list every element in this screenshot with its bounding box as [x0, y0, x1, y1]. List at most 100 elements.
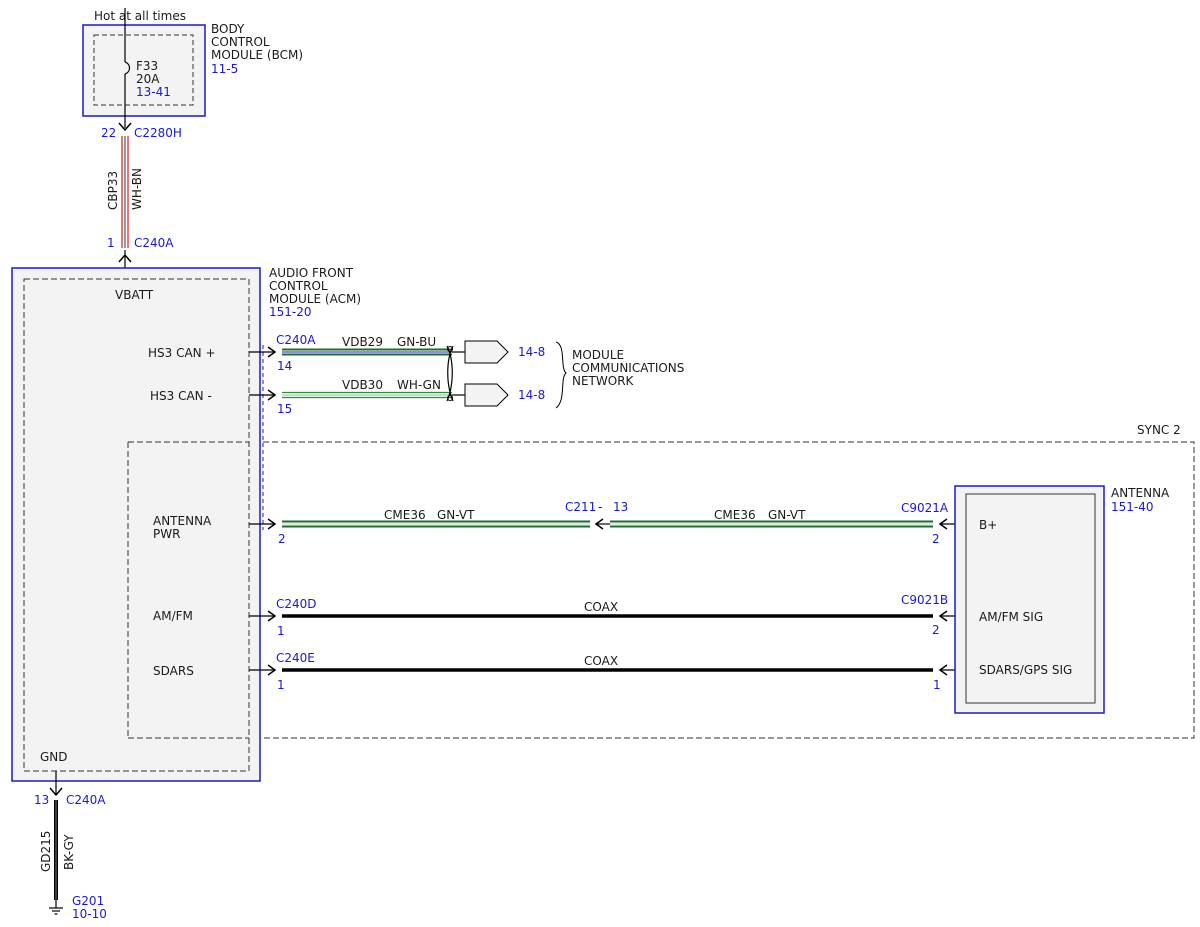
- network-ref-plus[interactable]: 14-8: [518, 345, 545, 359]
- acm-module: AUDIO FRONT CONTROL MODULE (ACM) 151-20 …: [11, 266, 361, 782]
- am-fm-cable-label: COAX: [584, 600, 618, 614]
- fuse-ref[interactable]: 13-41: [136, 85, 171, 99]
- can-minus-circuit: VDB30: [342, 378, 383, 392]
- power-wire[interactable]: CBP33 WH-BN: [106, 136, 144, 248]
- network-label-line2: COMMUNICATIONS: [572, 361, 684, 375]
- antenna-pwr-wire-right[interactable]: [610, 520, 933, 528]
- antenna-name: ANTENNA: [1111, 486, 1170, 500]
- antenna-ref[interactable]: 151-40: [1111, 500, 1154, 514]
- bcm-name-line1: BODY: [211, 22, 245, 36]
- ground-point[interactable]: G201: [72, 894, 104, 908]
- network-arrow-minus-icon[interactable]: [464, 383, 509, 407]
- sdars-label: SDARS: [153, 664, 194, 678]
- ground-circuit: 13 C240A GD215 BK-GY G201 10-10: [34, 771, 107, 921]
- ground-color-label: BK-GY: [62, 834, 76, 870]
- antenna-pwr-antenna-pin: 2: [932, 532, 940, 546]
- inline-connector-label[interactable]: C211: [565, 500, 596, 514]
- bcm-name-line2: CONTROL: [211, 35, 270, 49]
- acm-outline: [11, 267, 261, 782]
- acm-name-line1: AUDIO FRONT: [269, 266, 354, 280]
- connector-acm-antenna-pwr-icon: [267, 518, 277, 530]
- inline-connector-pin: 13: [613, 500, 628, 514]
- connector-c240d-icon: [267, 610, 277, 622]
- antenna-pwr-acm-pin: 2: [278, 532, 286, 546]
- connector-c240e-icon: [267, 664, 277, 676]
- can-plus-wire[interactable]: [249, 346, 465, 358]
- am-fm-antenna-pin: 2: [932, 623, 940, 637]
- can-minus-wire[interactable]: [249, 389, 465, 401]
- twisted-pair-top-icon: [447, 346, 453, 352]
- acm-vbatt-connector[interactable]: C240A: [134, 236, 174, 250]
- fuse-rating: 20A: [136, 72, 160, 86]
- network-ref-minus[interactable]: 14-8: [518, 388, 545, 402]
- can-minus-color: WH-GN: [397, 378, 441, 392]
- antenna-am-fm-sig-label: AM/FM SIG: [979, 610, 1043, 624]
- sync2-label: SYNC 2: [1137, 423, 1181, 437]
- acm-name-line2: CONTROL: [269, 279, 328, 293]
- network-label-line1: MODULE: [572, 348, 624, 362]
- antenna-pwr-color-right: GN-VT: [768, 508, 806, 522]
- ground-connector[interactable]: C240A: [66, 793, 106, 807]
- antenna-sdars-gps-sig-label: SDARS/GPS SIG: [979, 663, 1072, 677]
- vbatt-label: VBATT: [115, 288, 154, 302]
- am-fm-coax-line: C240D 1 COAX C9021B 2: [249, 593, 966, 638]
- antenna-power-line: 2 CME36 GN-VT C211 - 13 CME36 GN-VT C902…: [249, 500, 966, 546]
- antenna-module: ANTENNA 151-40 B+ AM/FM SIG SDARS/GPS SI…: [954, 485, 1170, 714]
- acm-vbatt-pin: 1: [107, 236, 115, 250]
- ground-pin: 13: [34, 793, 49, 807]
- can-network: C240A 14 15 VDB29 GN-BU VDB30 WH-GN: [249, 333, 684, 416]
- ground-ref[interactable]: 10-10: [72, 907, 107, 921]
- twisted-pair-icon: [446, 345, 454, 402]
- antenna-pwr-circuit-right: CME36: [714, 508, 756, 522]
- am-fm-acm-connector[interactable]: C240D: [276, 597, 317, 611]
- antenna-pwr-label-line2: PWR: [153, 527, 180, 541]
- sdars-antenna-pin: 1: [933, 678, 941, 692]
- network-brace-icon: [555, 341, 567, 409]
- sdars-acm-connector[interactable]: C240E: [276, 651, 315, 665]
- fuse-label: F33: [136, 59, 158, 73]
- am-fm-acm-pin: 1: [277, 624, 285, 638]
- can-connector[interactable]: C240A: [276, 333, 316, 347]
- acm-inner-box: [23, 278, 250, 772]
- network-arrow-plus-icon[interactable]: [464, 340, 509, 364]
- sdars-acm-pin: 1: [277, 678, 285, 692]
- bcm-connector[interactable]: C2280H: [134, 126, 182, 140]
- sdars-coax-line: C240E 1 COAX 1: [249, 651, 966, 692]
- can-plus-pin: 14: [277, 359, 292, 373]
- antenna-inner-box: [965, 493, 1096, 704]
- fuse-icon: [124, 61, 131, 75]
- bcm-connector-pin: 22: [101, 126, 116, 140]
- twisted-pair-bottom-icon: [447, 395, 453, 401]
- bcm-ref[interactable]: 11-5: [211, 62, 238, 76]
- antenna-pwr-circuit-left: CME36: [384, 508, 426, 522]
- bcm-name-line3: MODULE (BCM): [211, 48, 303, 62]
- am-fm-label: AM/FM: [153, 609, 193, 623]
- can-minus-pin: 15: [277, 402, 292, 416]
- connector-c2280h-icon: [118, 122, 132, 132]
- gnd-label: GND: [40, 750, 68, 764]
- acm-name-line3: MODULE (ACM): [269, 292, 361, 306]
- connector-c240a-gnd-icon: [49, 787, 63, 797]
- bcm-outline: [82, 24, 206, 117]
- hs3-can-plus-label: HS3 CAN +: [148, 346, 216, 360]
- antenna-pwr-connector[interactable]: C9021A: [901, 501, 949, 515]
- acm-ref[interactable]: 151-20: [269, 305, 312, 319]
- sdars-cable-label: COAX: [584, 654, 618, 668]
- power-wire-color: WH-BN: [130, 168, 144, 210]
- hs3-can-minus-label: HS3 CAN -: [150, 389, 212, 403]
- network-label-line3: NETWORK: [572, 374, 635, 388]
- power-source-label: Hot at all times: [94, 9, 186, 23]
- can-plus-color: GN-BU: [397, 335, 436, 349]
- ground-circuit-label: GD215: [39, 831, 53, 872]
- antenna-pwr-wire-left[interactable]: [282, 520, 590, 528]
- ground-symbol-icon: [49, 907, 63, 915]
- bcm-module: Hot at all times BODY CONTROL MODULE (BC…: [82, 8, 303, 140]
- antenna-pwr-color-left: GN-VT: [437, 508, 475, 522]
- can-plus-circuit: VDB29: [342, 335, 383, 349]
- inline-connector-separator: -: [598, 500, 602, 514]
- antenna-pwr-label-line1: ANTENNA: [153, 514, 212, 528]
- am-fm-antenna-connector[interactable]: C9021B: [901, 593, 948, 607]
- connector-c240a-vbatt-icon: [118, 253, 132, 263]
